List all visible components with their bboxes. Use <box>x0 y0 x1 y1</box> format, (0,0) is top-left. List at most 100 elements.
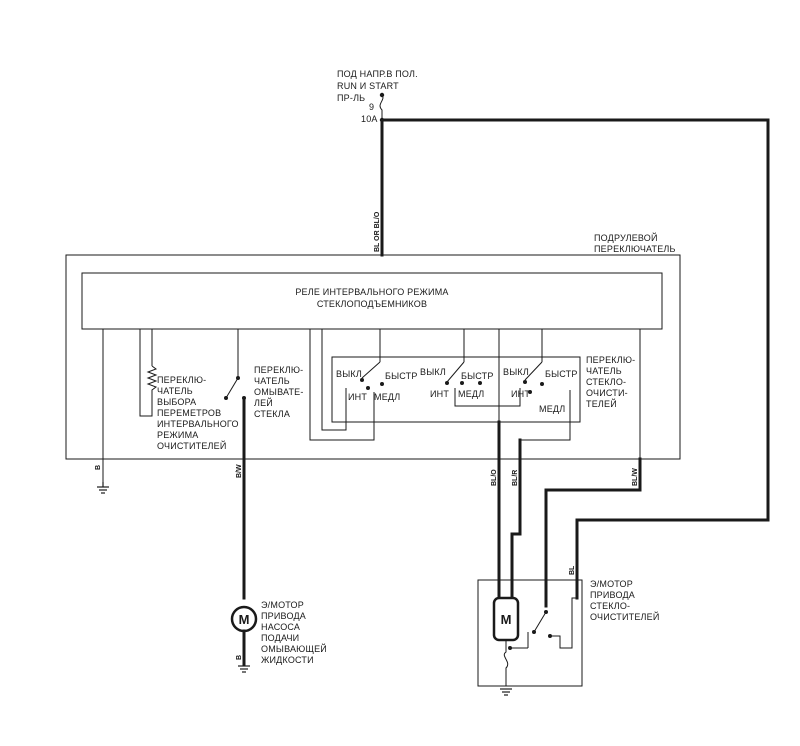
s2-contact-fast <box>460 381 464 385</box>
motor-feed-wiring: BL/O BL/R BL/W <box>491 420 642 608</box>
washer-switch-label-5: СТЕКЛА <box>254 409 290 419</box>
interval-selector-label-5: ИНТЕРВАЛЬНОГО <box>157 419 239 429</box>
switch-link-e <box>519 390 571 470</box>
left-ground-circuit: B <box>95 329 109 494</box>
power-source-line-3: ПР-ЛЬ <box>337 93 365 103</box>
s1-pos-fast: БЫСТР <box>385 371 418 381</box>
s3-pos-slow: МЕДЛ <box>539 404 565 414</box>
pump-motor-label-4: ПОДАЧИ <box>261 633 299 643</box>
wiper-motor-housing <box>477 579 583 687</box>
s3-pos-off: ВЫКЛ <box>503 367 529 377</box>
s1-pos-int: ИНТ <box>348 392 367 402</box>
pump-motor-label-3: НАСОСА <box>261 622 300 632</box>
pump-motor-label-2: ПРИВОДА <box>261 611 306 621</box>
resistor-icon <box>146 365 158 400</box>
s2-contact-int <box>478 381 482 385</box>
s1-pos-slow: МЕДЛ <box>374 392 400 402</box>
wiper-motor-label-1: Э/МОТОР <box>590 579 633 589</box>
power-source-line-1: ПОД НАПР.В ПОЛ. <box>337 69 418 79</box>
ground-wire-left-label: B <box>95 465 102 470</box>
pump-motor-label-1: Э/МОТОР <box>261 600 304 610</box>
pump-ground-wire-label: B <box>236 655 243 660</box>
fuse-rating: 10A <box>361 114 378 124</box>
switch-link-c <box>454 388 521 407</box>
motor-wire-a-label: BL/O <box>491 469 498 486</box>
steering-switch-title-1: ПОДРУЛЕВОЙ <box>594 232 658 243</box>
wiper-motor-label-3: СТЕКЛО- <box>590 601 630 611</box>
s3-contact-off <box>523 380 527 384</box>
wiper-ground-icon <box>500 688 512 696</box>
s2-pos-int: ИНТ <box>430 389 449 399</box>
wiper-motor: Э/МОТОР ПРИВОДА СТЕКЛО- ОЧИСТИТЕЛЕЙ M <box>477 579 660 696</box>
s1-contact-off <box>360 378 364 382</box>
pump-ground-icon <box>238 665 250 673</box>
switch-link-a <box>321 329 347 431</box>
switch-output-wire-label: BL/W <box>632 468 639 486</box>
steering-switch-title-2: ПЕРЕКЛЮЧАТЕЛЬ <box>594 244 676 254</box>
pump-motor-label-5: ОМЫВАЮЩЕЙ <box>261 643 327 654</box>
bl-return-wire-label: BL <box>569 565 576 575</box>
s3-pos-fast: БЫСТР <box>545 369 578 379</box>
park-switch-blade <box>533 611 547 633</box>
s2-blade <box>446 361 465 383</box>
wiper-motor-label-2: ПРИВОДА <box>590 590 635 600</box>
s3-contact-int <box>528 390 532 394</box>
washer-switch-label-4: ЛЕЙ <box>254 397 273 408</box>
interval-selector-label-7: ОЧИСТИТЕЛЕЙ <box>157 440 227 451</box>
park-contact-3 <box>544 610 548 614</box>
interval-selector-label-3: ВЫБОРА <box>157 397 196 407</box>
washer-switch-label-3: ОМЫВАТЕ- <box>254 387 304 397</box>
wiper-switch-label-5: ТЕЛЕЙ <box>586 398 617 409</box>
steering-column-switch: ПОДРУЛЕВОЙ ПЕРЕКЛЮЧАТЕЛЬ РЕЛЕ ИНТЕРВАЛЬН… <box>65 232 681 460</box>
park-return <box>550 597 577 649</box>
s2-pos-off: ВЫКЛ <box>420 367 446 377</box>
steering-switch-outline <box>65 254 681 460</box>
s3-contact-fast <box>540 382 544 386</box>
interval-selector-switch: ПЕРЕКЛЮ- ЧАТЕЛЬ ВЫБОРА ПЕРЕМЕТРОВ ИНТЕРВ… <box>139 329 239 451</box>
interval-selector-label-4: ПЕРЕМЕТРОВ <box>157 408 221 418</box>
power-source-line-2: RUN И START <box>337 81 399 91</box>
washer-switch: ПЕРЕКЛЮ- ЧАТЕЛЬ ОМЫВАТЕ- ЛЕЙ СТЕКЛА B/W <box>224 329 304 600</box>
motor-wire-b-label: BL/R <box>512 470 519 486</box>
interval-selector-label-6: РЕЖИМА <box>157 430 199 440</box>
washer-pump-motor: M B Э/МОТОР ПРИВОДА НАСОСА ПОДАЧИ ОМЫВАЮ… <box>230 600 327 673</box>
interval-selector-label-2: ЧАТЕЛЬ <box>157 386 193 396</box>
s3-blade <box>524 361 543 381</box>
s2-contact-off <box>445 381 449 385</box>
s2-pos-fast: БЫСТР <box>461 371 494 381</box>
washer-switch-label-1: ПЕРЕКЛЮ- <box>254 365 303 375</box>
wiper-switch-label-1: ПЕРЕКЛЮ- <box>586 355 635 365</box>
pump-motor-label-6: ЖИДКОСТИ <box>261 655 314 665</box>
s2-pos-slow: МЕДЛ <box>458 389 484 399</box>
wiper-switch-frame <box>331 356 581 423</box>
wiper-switch-label-2: ЧАТЕЛЬ <box>586 366 622 376</box>
power-source: ПОД НАПР.В ПОЛ. RUN И START ПР-ЛЬ 9 10A <box>337 69 418 124</box>
main-feed-wiring: BL OR BL/O BL <box>374 118 770 600</box>
wiper-motor-symbol: M <box>501 612 512 627</box>
fuse-number: 9 <box>369 102 374 112</box>
wiper-switch-label-4: ОЧИСТИ- <box>586 388 628 398</box>
wiper-motor-label-4: ОЧИСТИТЕЛЕЙ <box>590 611 660 622</box>
ground-icon <box>97 482 109 494</box>
s3-pos-int: ИНТ <box>511 389 530 399</box>
interval-selector-loop <box>139 329 153 417</box>
s1-blade <box>361 361 381 379</box>
s1-contact-fast <box>380 382 384 386</box>
interval-relay-label-1: РЕЛЕ ИНТЕРВАЛЬНОГО РЕЖИМА <box>295 287 448 297</box>
s1-contact-int <box>366 386 370 390</box>
switch-link-b <box>309 329 375 441</box>
s1-pos-off: ВЫКЛ <box>336 369 362 379</box>
washer-switch-label-2: ЧАТЕЛЬ <box>254 376 290 386</box>
interval-selector-label-1: ПЕРЕКЛЮ- <box>157 375 206 385</box>
wiper-switch: ПЕРЕКЛЮ- ЧАТЕЛЬ СТЕКЛО- ОЧИСТИ- ТЕЛЕЙ ВЫ… <box>309 329 641 470</box>
fuse-icon <box>379 94 384 119</box>
interval-relay-box <box>81 272 663 330</box>
washer-switch-pivot <box>224 396 228 400</box>
switch-output-wire <box>544 457 642 608</box>
main-feed-wire-label: BL OR BL/O <box>374 211 381 252</box>
bl-return-wire <box>380 118 770 600</box>
wiper-switch-label-3: СТЕКЛО- <box>586 377 626 387</box>
wiper-motor-brush-lead <box>503 640 509 678</box>
motor-wire-b <box>510 438 522 600</box>
